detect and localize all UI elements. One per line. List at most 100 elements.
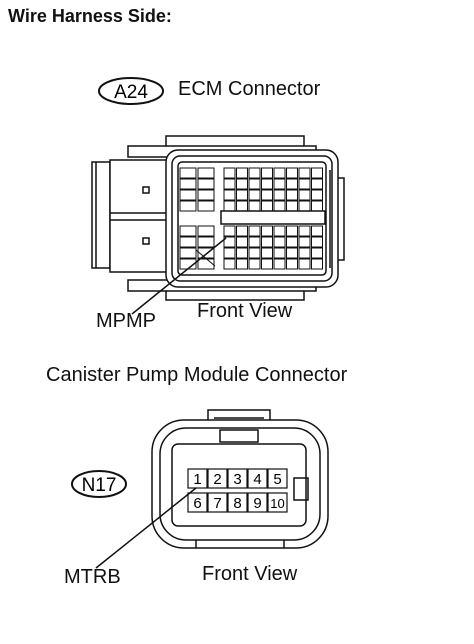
pump-pin-number: 9 xyxy=(253,495,261,512)
ecm-cavity-left xyxy=(197,200,215,212)
ecm-cavity-right xyxy=(261,236,273,248)
pump-pin-cell xyxy=(207,492,228,513)
ecm-cavity-right xyxy=(311,225,323,237)
pump-pin-number: 10 xyxy=(270,496,284,511)
ecm-cavity-left xyxy=(179,225,197,237)
ecm-cavity-right xyxy=(273,247,286,259)
ecm-cavity-right xyxy=(311,247,323,259)
pump-pin-cell xyxy=(247,468,268,489)
ecm-cavity-right xyxy=(286,258,298,270)
ecm-cavity-right xyxy=(248,189,261,201)
ecm-cavity-right xyxy=(298,247,311,259)
ecm-cavity-right xyxy=(286,200,298,212)
pump-code-text: N17 xyxy=(82,475,117,496)
ecm-cavity-right xyxy=(311,189,323,201)
ecm-cavity-right xyxy=(223,200,236,212)
ecm-cavity-right xyxy=(248,167,261,179)
pump-pin-number: 7 xyxy=(213,495,221,512)
pump-pin-cell xyxy=(187,492,208,513)
ecm-cavity-right xyxy=(223,225,236,237)
ecm-cavity-right xyxy=(273,200,286,212)
ecm-cavity-right xyxy=(286,225,298,237)
ecm-cavity-right xyxy=(261,189,273,201)
ecm-cavity-right xyxy=(261,247,273,259)
ecm-cavity-right xyxy=(298,178,311,190)
ecm-pin-leader-line xyxy=(131,237,227,315)
pump-pin-number: 2 xyxy=(213,471,221,488)
pump-pin-cell xyxy=(247,492,268,513)
ecm-cavity-right xyxy=(273,225,286,237)
ecm-cavity-right xyxy=(248,225,261,237)
ecm-cavity-right xyxy=(286,189,298,201)
ecm-cavity-right xyxy=(223,189,236,201)
pump-front-view-label: Front View xyxy=(202,563,298,585)
ecm-cavity-right xyxy=(236,258,248,270)
ecm-cavity-left xyxy=(179,178,197,190)
ecm-cavity-right xyxy=(311,258,323,270)
ecm-cavity-right xyxy=(223,167,236,179)
ecm-cavity-right xyxy=(236,225,248,237)
ecm-pin-grid-left xyxy=(179,167,215,270)
ecm-cavity-right xyxy=(261,178,273,190)
ecm-cavity-left xyxy=(179,189,197,201)
ecm-cavity-right xyxy=(261,258,273,270)
ecm-cavity-left xyxy=(197,189,215,201)
ecm-front-view-label: Front View xyxy=(197,300,293,322)
ecm-pin-leader-tick xyxy=(195,249,216,267)
header-title: Wire Harness Side: xyxy=(8,6,172,26)
ecm-cavity-right xyxy=(236,247,248,259)
ecm-cavity-right xyxy=(286,247,298,259)
ecm-pin-label: MPMP xyxy=(96,310,156,332)
ecm-cavity-right xyxy=(248,258,261,270)
ecm-cavity-right xyxy=(261,200,273,212)
pump-pin-number: 1 xyxy=(193,471,201,488)
ecm-cavity-right xyxy=(273,178,286,190)
pump-pin-cell xyxy=(207,468,228,489)
ecm-cavity-right xyxy=(286,167,298,179)
ecm-cavity-left xyxy=(197,236,215,248)
pump-pin-cell xyxy=(187,468,208,489)
ecm-cavity-right xyxy=(236,167,248,179)
ecm-code-text: A24 xyxy=(114,82,148,103)
pump-pin-label: MTRB xyxy=(64,566,121,588)
ecm-cavity-right xyxy=(298,200,311,212)
ecm-cavity-left xyxy=(197,225,215,237)
ecm-cavity-right xyxy=(261,225,273,237)
ecm-cavity-left xyxy=(179,247,197,259)
ecm-cavity-right xyxy=(236,189,248,201)
ecm-cavity-right xyxy=(261,167,273,179)
ecm-cavity-left xyxy=(197,167,215,179)
pump-pin-number: 3 xyxy=(233,471,241,488)
ecm-cavity-right xyxy=(273,258,286,270)
ecm-connector-title: ECM Connector xyxy=(178,78,321,100)
ecm-cavity-right xyxy=(273,167,286,179)
pump-pin-cell xyxy=(267,492,288,513)
pump-pin-number: 6 xyxy=(193,495,201,512)
ecm-cavity-right xyxy=(311,167,323,179)
pump-pin-number: 5 xyxy=(273,471,281,488)
ecm-cavity-right xyxy=(286,236,298,248)
ecm-cavity-right xyxy=(236,178,248,190)
ecm-cavity-left xyxy=(179,200,197,212)
ecm-cavity-right xyxy=(311,200,323,212)
ecm-cavity-right xyxy=(236,236,248,248)
ecm-code-badge: A24 xyxy=(98,77,164,105)
ecm-cavity-left xyxy=(197,178,215,190)
ecm-cavity-right xyxy=(223,258,236,270)
ecm-cavity-right xyxy=(286,178,298,190)
ecm-connector-body xyxy=(91,135,345,301)
pump-connector-title: Canister Pump Module Connector xyxy=(46,364,348,386)
ecm-cavity-right xyxy=(223,236,236,248)
ecm-cavity-right xyxy=(298,189,311,201)
ecm-cavity-right xyxy=(223,247,236,259)
ecm-cavity-right xyxy=(236,200,248,212)
ecm-cavity-right xyxy=(273,236,286,248)
ecm-cavity-right xyxy=(298,236,311,248)
ecm-cavity-right xyxy=(298,258,311,270)
ecm-cavity-right xyxy=(248,178,261,190)
ecm-cavity-right xyxy=(298,167,311,179)
ecm-pin-grid-right xyxy=(223,167,323,270)
ecm-cavity-right xyxy=(248,236,261,248)
pump-code-badge: N17 xyxy=(71,470,127,498)
